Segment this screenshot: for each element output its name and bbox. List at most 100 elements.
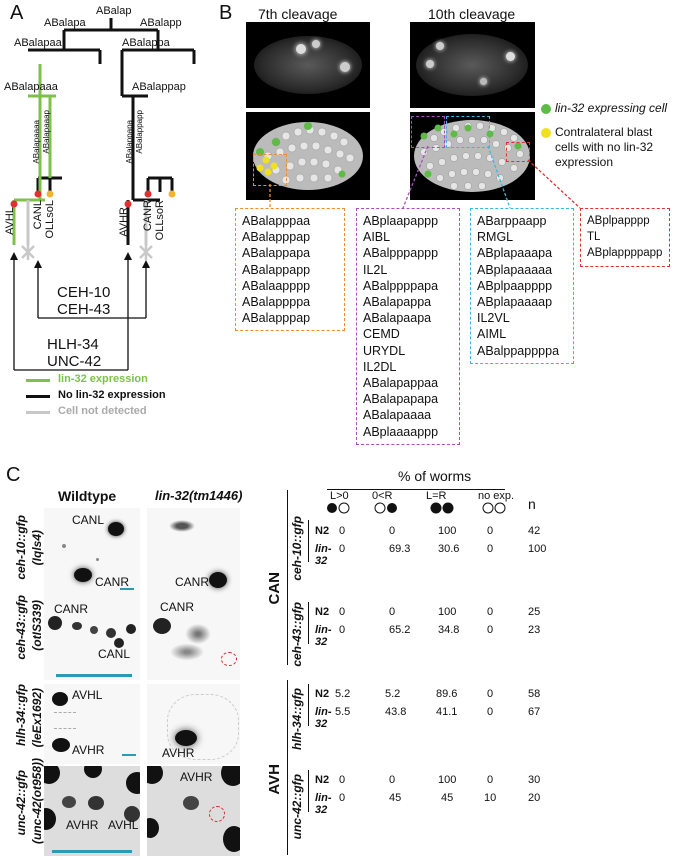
- label-r2wt-1: CANL: [98, 647, 131, 661]
- node-rvert: ABalappapa: [125, 120, 134, 164]
- strain: lin-32: [315, 543, 332, 567]
- cell-none: 0: [487, 543, 494, 555]
- cell-l: 0: [339, 525, 346, 537]
- red-cell-list: ABplpapppp TL ABplappppapp: [580, 208, 670, 267]
- cell-n: 100: [528, 543, 547, 555]
- legend-not-detected: Cell not detected: [58, 405, 147, 417]
- strain: N2: [315, 774, 330, 786]
- cyan-cell: RMGL: [477, 230, 514, 245]
- node-r: ABalapp: [140, 17, 182, 29]
- cyan-cell: ABplapaaapa: [477, 246, 553, 261]
- orange-cell: ABalappapp: [242, 262, 311, 277]
- label-r3wt-1: AVHR: [72, 743, 105, 757]
- purple-cell: ABalpppappp: [363, 246, 439, 261]
- group-can: CAN: [266, 572, 283, 605]
- strain: lin-32: [315, 706, 332, 730]
- row-label-ceh43: ceh-43::gfp: [14, 595, 28, 660]
- cell-n: 20: [528, 792, 541, 804]
- node-rvert2: ABalappapp: [135, 110, 144, 154]
- can-bracket: [287, 490, 288, 665]
- orange-cell: ABalapppaa: [242, 214, 311, 228]
- lineage-tree: [10, 18, 196, 371]
- cell-l: 0: [339, 543, 346, 555]
- orange-cell: ABalapppap: [242, 230, 311, 245]
- node-lvert: ABalapaaaa: [32, 120, 41, 164]
- title-10th-cleavage: 10th cleavage: [428, 6, 516, 22]
- legend-lin32-expression: lin-32 expression: [58, 373, 148, 385]
- label-r2wt-0: CANR: [54, 602, 89, 616]
- label-r1wt-0: CANL: [72, 513, 105, 527]
- image-ceh43-lin32: [147, 598, 240, 680]
- purple-cell: URYDL: [363, 343, 406, 358]
- node-ll: ABalapaa: [14, 37, 62, 49]
- cell-r: 0: [389, 606, 396, 618]
- cyan-highlight: [446, 116, 490, 148]
- label-r2mut-0: CANR: [160, 600, 195, 614]
- label-r4wt-1: AVHL: [108, 818, 139, 832]
- row-label-ceh10: ceh-10::gfp: [14, 515, 28, 580]
- image-unc42-lin32: [147, 766, 240, 856]
- cell-eq: 89.6: [436, 688, 458, 700]
- legend-lin32-cell: lin-32 expressing cell: [555, 101, 668, 115]
- reporter-hlh34: hlh-34::gfp: [290, 688, 304, 750]
- cell-eq: 100: [438, 525, 457, 537]
- regulator-unc42: UNC-42: [47, 353, 102, 370]
- cell-l: 5.5: [335, 706, 351, 718]
- purple-cell: ABalapappa: [363, 295, 432, 310]
- cell-n: 25: [528, 606, 541, 618]
- image-hlh34-lin32: [147, 684, 240, 764]
- cell-r: 0: [389, 525, 396, 537]
- cell-avhl: AVHL: [4, 207, 16, 235]
- red-cell: ABplpapppp: [587, 215, 650, 227]
- image-hlh34-wildtype: [44, 684, 140, 764]
- ceh43-bracket: [308, 602, 309, 644]
- strain: N2: [315, 525, 330, 537]
- cell-l: 0: [339, 606, 346, 618]
- cell-none: 10: [484, 792, 497, 804]
- image-ceh10-wildtype: [44, 508, 140, 598]
- image-ceh43-wildtype: [44, 598, 140, 680]
- orange-cell: ABalaapppp: [242, 278, 311, 293]
- cell-r: 65.2: [389, 624, 411, 636]
- image-ceh10-lin32: [147, 508, 240, 598]
- ceh10-bracket: [308, 520, 309, 562]
- panel-a-letter: A: [10, 2, 24, 24]
- cell-eq: 100: [438, 774, 457, 786]
- cell-avhr: AVHR: [118, 207, 130, 237]
- embryo-7th-fluorescence: [246, 22, 370, 108]
- node-lvert2: ABalapaaap: [42, 110, 51, 154]
- strain: N2: [315, 688, 330, 700]
- purple-cell: CEMD: [363, 327, 400, 342]
- title-7th-cleavage: 7th cleavage: [258, 6, 338, 22]
- label-r1mut-0: CANR: [175, 575, 210, 589]
- embryo-10th-model: [410, 112, 535, 200]
- row-label-unc42: unc-42::gfp: [14, 770, 28, 836]
- phenotype-icons: [327, 502, 506, 514]
- connector-lines: [269, 145, 581, 209]
- orange-cell-list: ABalapppaa ABalapppap ABalappapa ABalapp…: [235, 208, 345, 332]
- embryo-10th-fluorescence: [410, 22, 535, 108]
- cell-eq: 41.1: [436, 706, 458, 718]
- cell-n: 58: [528, 688, 541, 700]
- cell-n: 30: [528, 774, 541, 786]
- reporter-ceh43: ceh-43::gfp: [290, 602, 304, 667]
- column-lin32: lin-32(tm1446): [155, 488, 243, 503]
- label-r3mut-0: AVHR: [162, 746, 195, 760]
- cell-r: 45: [389, 792, 402, 804]
- orange-cell: ABalapppap: [242, 311, 311, 326]
- legend-contralateral: Contralateral blast cells with no lin-32…: [555, 125, 654, 169]
- cell-none: 0: [487, 706, 494, 718]
- cell-none: 0: [487, 624, 494, 636]
- panel-b-letter: B: [219, 2, 233, 24]
- red-cell: ABplappppapp: [587, 247, 663, 260]
- col-0-lt-r: 0<R: [372, 490, 393, 502]
- legend-swatch-black: [26, 395, 50, 398]
- label-r4wt-0: AVHR: [66, 818, 99, 832]
- node-lll: ABalapaaa: [4, 81, 58, 93]
- cyan-cell: AIML: [477, 327, 507, 342]
- hlh34-bracket: [308, 684, 309, 726]
- header-rule: [327, 489, 505, 490]
- purple-cell: IL2DL: [363, 359, 397, 374]
- col-l-gt-0: L>0: [330, 490, 349, 502]
- cell-eq: 34.8: [438, 624, 460, 636]
